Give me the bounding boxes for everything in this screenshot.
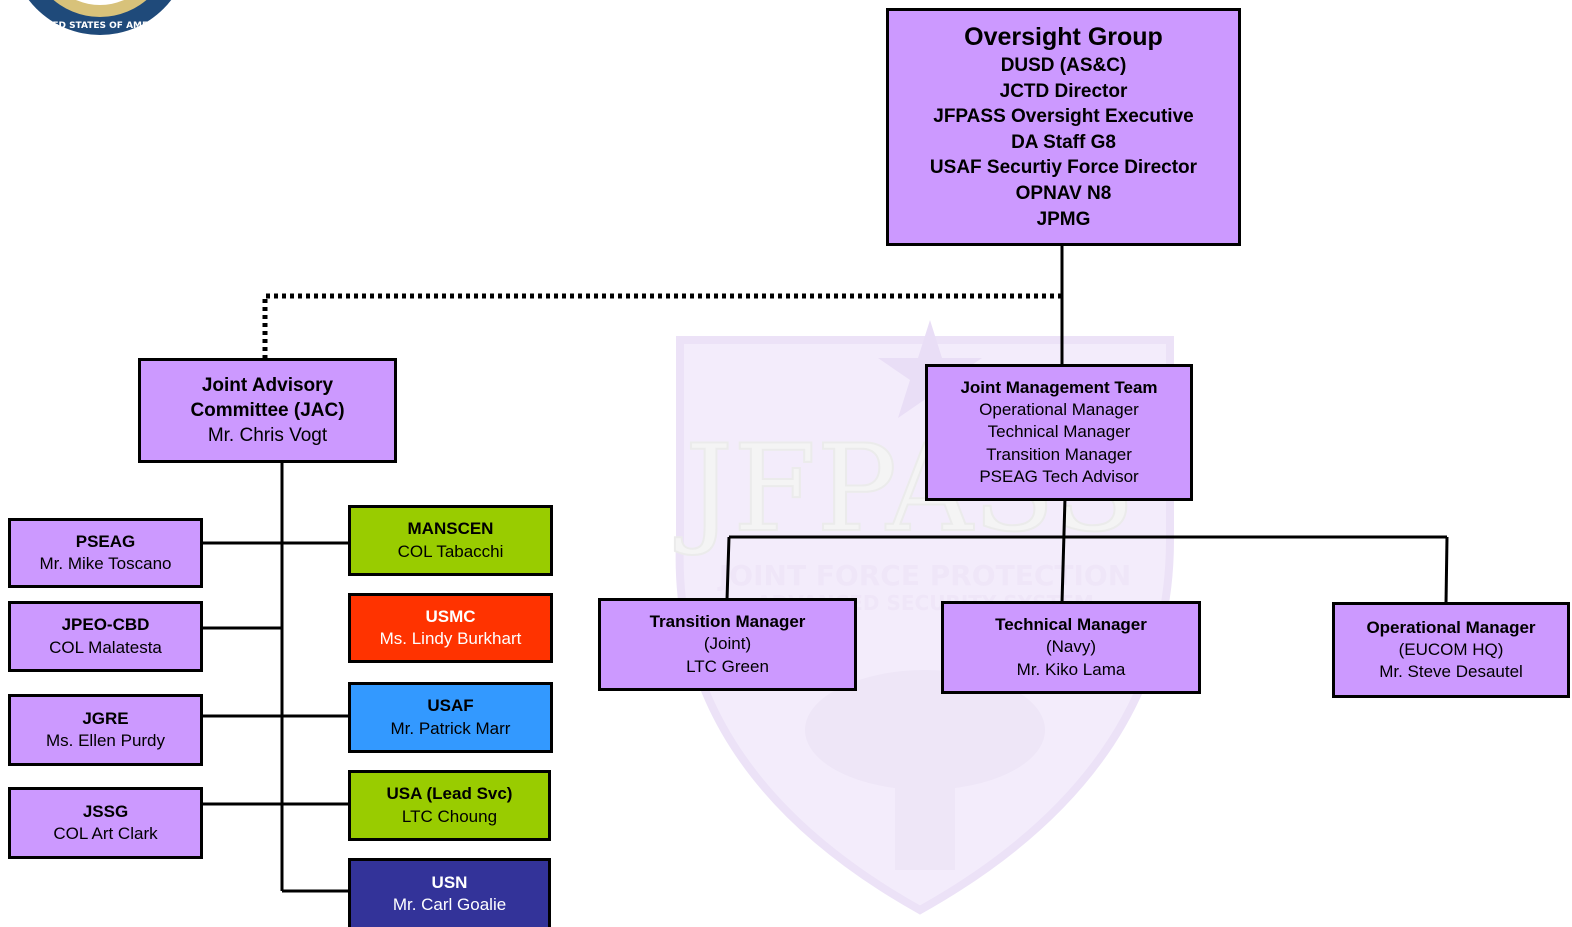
jmt-line: Transition Manager <box>986 444 1132 464</box>
box-title: USA (Lead Svc) <box>386 784 513 804</box>
oversight-line: JFPASS Oversight Executive <box>933 106 1194 128</box>
box-title: JPEO-CBD <box>61 615 150 635</box>
box-title: USMC <box>425 606 476 626</box>
jpeo-cbd-box: JPEO-CBD COL Malatesta <box>8 601 203 672</box>
technical-manager-box: Technical Manager (Navy) Mr. Kiko Lama <box>941 601 1201 694</box>
jac-title: Joint Advisory <box>201 374 334 396</box>
oversight-line: DA Staff G8 <box>1011 131 1116 153</box>
box-name: Mr. Mike Toscano <box>39 554 172 573</box>
jgre-box: JGRE Ms. Ellen Purdy <box>8 694 203 766</box>
box-title: Technical Manager <box>995 615 1147 635</box>
jac-title: Committee (JAC) <box>190 399 345 421</box>
box-name: Mr. Kiko Lama <box>1016 659 1126 679</box>
box-name: LTC Green <box>686 656 769 676</box>
oversight-title: Oversight Group <box>964 22 1163 51</box>
box-name: COL Malatesta <box>49 637 162 657</box>
oversight-group-box: Oversight Group DUSD (AS&C) JCTD Directo… <box>886 8 1241 246</box>
dod-seal-icon: UNITED STATES OF AMERICA <box>28 0 172 35</box>
box-title: JGRE <box>82 708 129 728</box>
oversight-line: USAF Securtiy Force Director <box>929 157 1198 179</box>
seal-text: UNITED STATES OF AMERICA <box>28 21 172 31</box>
jmt-line: Operational Manager <box>979 400 1139 420</box>
jmt-line: PSEAG Tech Advisor <box>979 466 1139 486</box>
box-name: Ms. Ellen Purdy <box>45 731 166 750</box>
usn-box: USN Mr. Carl Goalie <box>348 858 551 927</box>
jac-box: Joint Advisory Committee (JAC) Mr. Chris… <box>138 358 397 463</box>
jssg-box: JSSG COL Art Clark <box>8 787 203 859</box>
box-name: COL Tabacchi <box>397 541 504 561</box>
box-sub: (Navy) <box>1045 637 1097 657</box>
box-title: Operational Manager <box>1366 617 1536 637</box>
oversight-line: JPMG <box>1036 208 1091 230</box>
pseag-box: PSEAG Mr. Mike Toscano <box>8 518 203 588</box>
box-title: PSEAG <box>75 531 136 551</box>
usa-box: USA (Lead Svc) LTC Choung <box>348 770 551 841</box>
box-name: Ms. Lindy Burkhart <box>379 629 522 648</box>
box-name: LTC Choung <box>401 806 498 826</box>
box-name: Mr. Carl Goalie <box>392 895 507 914</box>
manscen-box: MANSCEN COL Tabacchi <box>348 505 553 576</box>
box-title: USAF <box>427 696 474 716</box>
oversight-line: DUSD (AS&C) <box>1000 54 1127 76</box>
jmt-box: Joint Management Team Operational Manage… <box>925 364 1193 501</box>
jmt-line: Technical Manager <box>987 422 1131 442</box>
box-name: Mr. Patrick Marr <box>390 718 511 738</box>
usmc-box: USMC Ms. Lindy Burkhart <box>348 593 553 663</box>
transition-manager-box: Transition Manager (Joint) LTC Green <box>598 598 857 691</box>
oversight-line: JCTD Director <box>999 80 1128 102</box>
usaf-box: USAF Mr. Patrick Marr <box>348 682 553 753</box>
jac-name: Mr. Chris Vogt <box>207 425 328 447</box>
box-title: MANSCEN <box>407 519 494 539</box>
operational-manager-box: Operational Manager (EUCOM HQ) Mr. Steve… <box>1332 602 1570 698</box>
box-title: USN <box>431 872 468 892</box>
box-title: JSSG <box>82 801 129 821</box>
oversight-line: OPNAV N8 <box>1015 183 1112 205</box>
box-sub: (EUCOM HQ) <box>1398 639 1504 659</box>
box-name: Mr. Steve Desautel <box>1379 662 1523 682</box>
box-title: Transition Manager <box>649 612 806 632</box>
box-name: COL Art Clark <box>53 824 158 843</box>
jmt-title: Joint Management Team <box>960 378 1158 398</box>
box-sub: (Joint) <box>703 634 752 654</box>
